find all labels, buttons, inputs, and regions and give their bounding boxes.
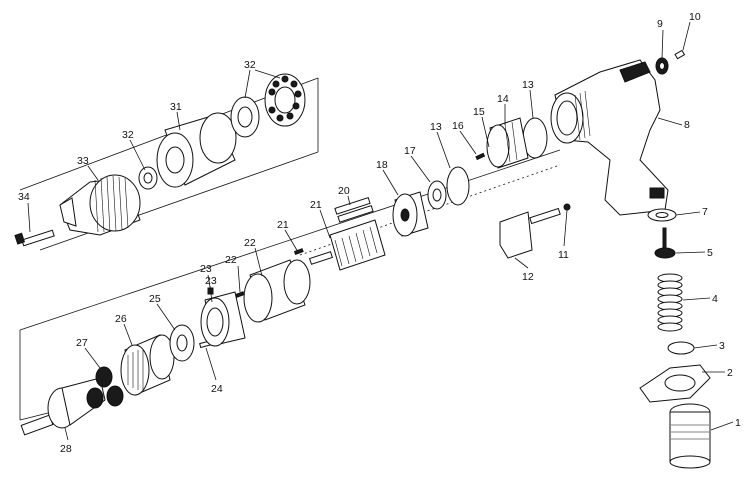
callout-7: 7 xyxy=(702,206,708,218)
callout-11: 11 xyxy=(558,249,569,261)
part-5-valve-stem xyxy=(654,227,676,259)
part-12-trigger xyxy=(499,207,561,259)
callout-32: 32 xyxy=(122,129,134,141)
part-27-ring-gear xyxy=(120,334,175,396)
callout-5: 5 xyxy=(707,247,713,259)
callout-28: 27 xyxy=(76,337,88,349)
callout-22: 22 xyxy=(244,237,256,249)
part-9-screw xyxy=(674,49,686,60)
part-3-o-ring xyxy=(667,341,695,355)
callout-29: 28 xyxy=(60,443,72,455)
callout-12: 12 xyxy=(522,271,534,283)
callout-14: 14 xyxy=(497,93,509,105)
callout-3: 3 xyxy=(719,340,725,352)
callout-8: 8 xyxy=(684,119,690,131)
callout-33: 33 xyxy=(77,155,89,167)
part-30-bearings xyxy=(230,73,306,138)
callout-25: 24 xyxy=(211,383,223,395)
callout-16: 16 xyxy=(452,120,464,132)
part-4-spring xyxy=(657,273,683,332)
callout-26: 25 xyxy=(149,293,161,305)
part-10-cap xyxy=(655,57,669,75)
callout-9: 10 xyxy=(689,11,701,23)
part-2-plate xyxy=(639,364,711,403)
part-18-rear-plate xyxy=(392,191,429,237)
part-7-washer xyxy=(647,208,677,222)
part-14-valve xyxy=(486,117,529,169)
part-11-ball xyxy=(563,203,571,211)
part-22-cylinder xyxy=(243,259,311,323)
callout-34: 34 xyxy=(18,191,30,203)
callout-18: 18 xyxy=(376,159,388,171)
callout-1: 1 xyxy=(735,417,741,429)
part-34-screw xyxy=(14,229,55,247)
part-26-bearing xyxy=(169,324,195,362)
callout-20: 21 xyxy=(310,199,322,211)
callout-21-lower: 22 xyxy=(225,254,237,266)
callout-31: 31 xyxy=(170,101,182,113)
part-31-housing xyxy=(156,112,237,188)
callout-4: 4 xyxy=(712,293,718,305)
part-21-pins xyxy=(234,248,304,298)
part-33-chuck xyxy=(59,174,141,236)
part-24-end-plate xyxy=(200,291,246,347)
callout-19: 20 xyxy=(338,185,350,197)
callout-24: 23 xyxy=(205,275,217,287)
callout-30: 32 xyxy=(244,59,256,71)
part-17-bearing xyxy=(427,180,447,210)
part-19-vanes xyxy=(334,196,374,223)
part-16-pin xyxy=(475,152,486,161)
callout-10: 9 xyxy=(657,18,663,30)
callout-17: 17 xyxy=(404,145,416,157)
part-28-planet-gears xyxy=(86,366,124,409)
part-8-handle-housing xyxy=(550,59,669,216)
part-20-rotor xyxy=(308,219,386,271)
part-13-o-ring-front xyxy=(446,166,470,206)
callout-13-front: 13 xyxy=(430,121,442,133)
callout-2: 2 xyxy=(727,367,733,379)
callout-23: 23 xyxy=(200,263,212,275)
leader-lines xyxy=(27,21,734,441)
callout-27: 26 xyxy=(115,313,127,325)
part-1-inlet-fitting xyxy=(669,403,711,469)
part-32-washer xyxy=(138,166,158,190)
callout-15: 15 xyxy=(473,106,485,118)
callout-labels: 34 33 32 31 32 20 21 21 22 23 22 23 24 2… xyxy=(18,11,741,455)
callout-13-rear: 13 xyxy=(522,79,534,91)
callout-21-upper: 21 xyxy=(277,219,289,231)
